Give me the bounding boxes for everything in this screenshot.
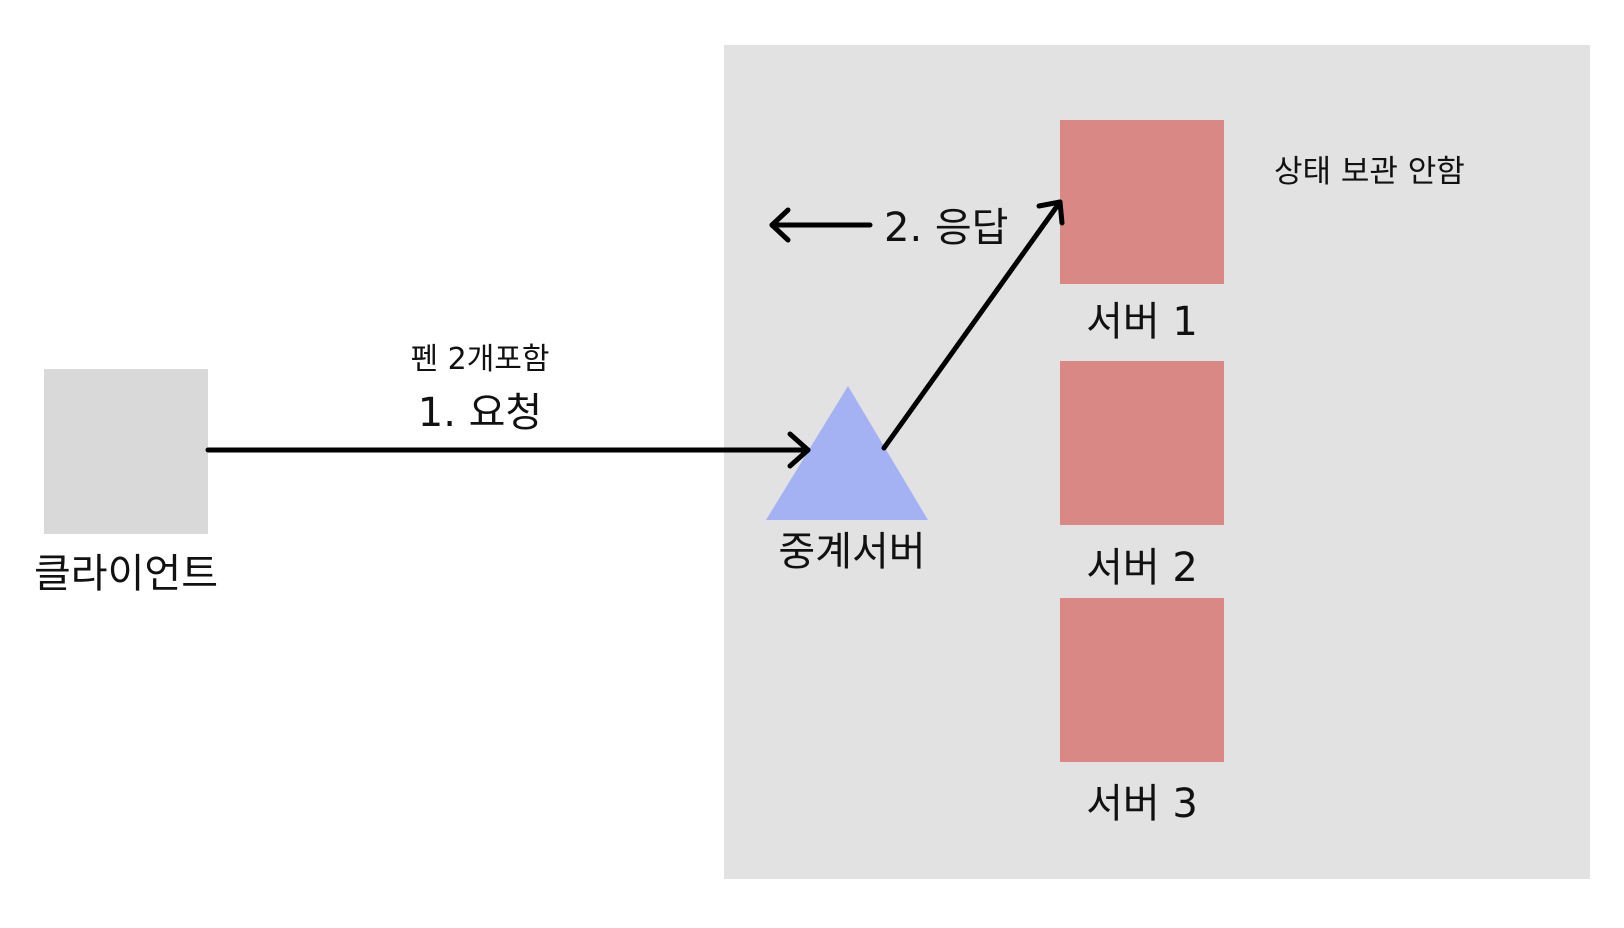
forward-arrow bbox=[881, 199, 1065, 451]
relay-server-triangle bbox=[766, 386, 928, 520]
relay-server-label: 중계서버 bbox=[778, 529, 926, 575]
client-box bbox=[44, 369, 208, 534]
server-2-box bbox=[1060, 361, 1224, 525]
request-arrow bbox=[205, 431, 811, 469]
server-1-box bbox=[1060, 120, 1224, 284]
response-arrow bbox=[769, 207, 873, 243]
request-note: 펜 2개포함 bbox=[410, 342, 550, 377]
client-label: 클라이언트 bbox=[34, 551, 218, 597]
server-3-label: 서버 3 bbox=[1086, 781, 1198, 827]
response-label: 2. 응답 bbox=[884, 205, 1009, 251]
stateless-note: 상태 보관 안함 bbox=[1274, 154, 1465, 190]
server-3-box bbox=[1060, 598, 1224, 762]
server-1-label: 서버 1 bbox=[1086, 299, 1198, 345]
request-label: 1. 요청 bbox=[417, 390, 543, 436]
server-2-label: 서버 2 bbox=[1086, 545, 1198, 591]
